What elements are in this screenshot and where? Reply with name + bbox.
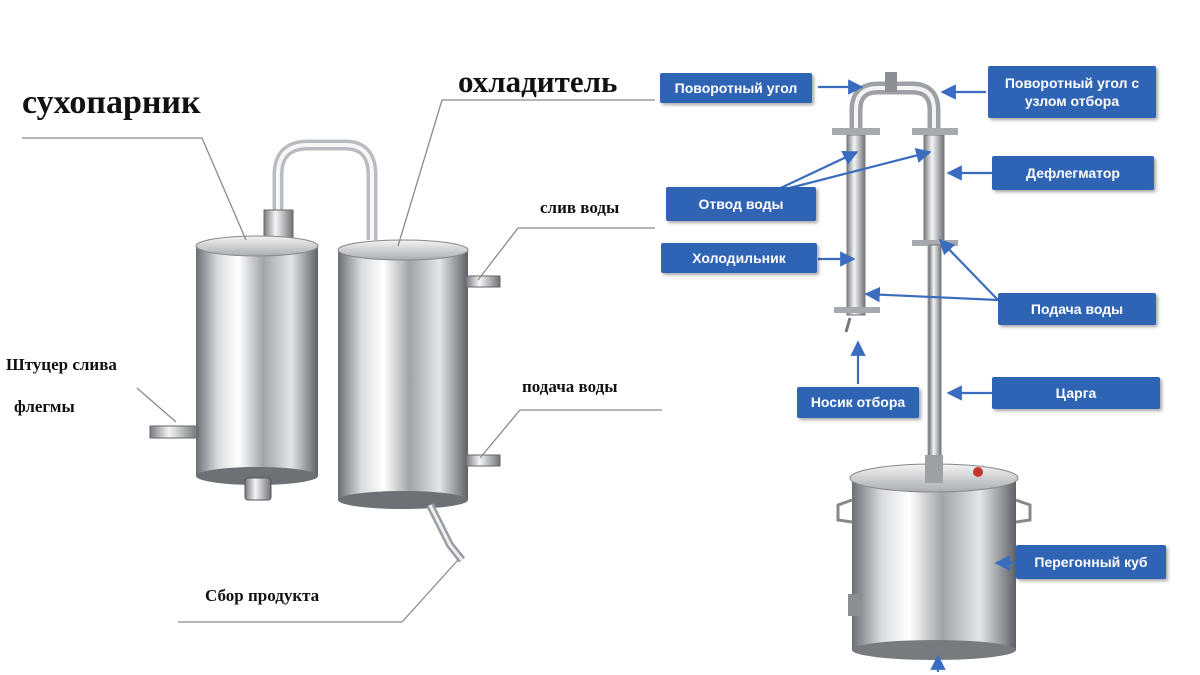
cooler-cylinder (337, 239, 501, 563)
leader-product (178, 559, 459, 623)
label-takeoff-spout: Носик отбора (797, 387, 919, 418)
label-product-collect: Сбор продукта (205, 586, 320, 605)
label-turn-elbow-takeoff: Поворотный угол с узлом отбора (988, 66, 1156, 118)
right-apparatus (769, 72, 1032, 672)
leader-water-out (477, 227, 655, 281)
leader-water-in (479, 409, 662, 459)
label-condenser: Холодильник (661, 243, 817, 273)
label-dephlegmator: Дефлегматор (992, 156, 1154, 190)
label-water-supply: Подача воды (998, 293, 1156, 325)
leader-phlegm (136, 387, 177, 423)
leader-dryer (22, 137, 247, 241)
dephlegmator-tube (923, 134, 945, 246)
dry-steamer-cylinder (149, 235, 319, 501)
left-leader-lines (22, 99, 662, 623)
left-apparatus (22, 99, 662, 623)
label-phlegm-fitting: Штуцер слива (6, 355, 117, 374)
label-water-in: подача воды (522, 377, 618, 396)
still-pot (836, 455, 1032, 660)
leader-cooler (397, 99, 655, 247)
label-phlegm-fitting-2: флегмы (14, 397, 75, 416)
label-dryer: сухопарник (22, 84, 201, 121)
label-cooler: охладитель (458, 64, 618, 99)
column-tube (928, 244, 942, 481)
label-water-drain: Отвод воды (666, 187, 816, 221)
condenser-tube (846, 134, 866, 316)
label-turn-elbow: Поворотный угол (660, 73, 812, 103)
label-column: Царга (992, 377, 1160, 409)
label-still: Перегонный куб (1016, 545, 1166, 579)
label-water-out: слив воды (540, 198, 620, 217)
right-arrows (769, 79, 1016, 672)
